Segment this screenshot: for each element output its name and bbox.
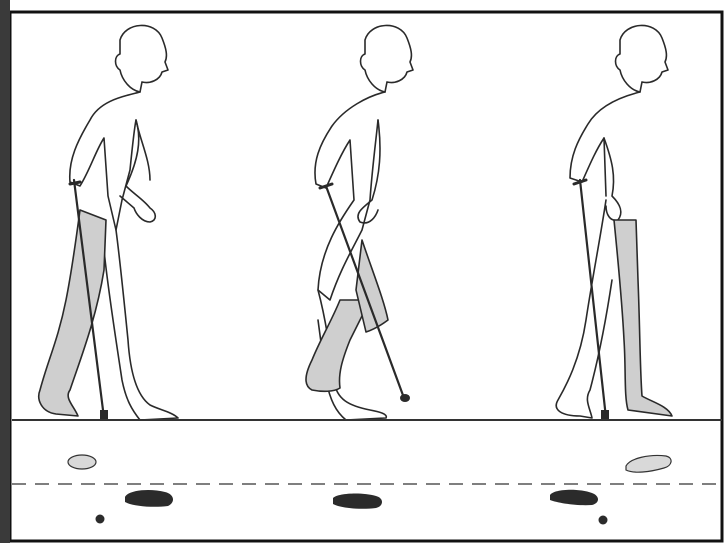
image-edge [0, 0, 10, 543]
crutch-mark-3 [599, 516, 608, 525]
crutch-mark-1 [96, 515, 105, 524]
footprint-light-1 [68, 455, 96, 469]
footprint-dark-1 [125, 490, 173, 507]
footprint-dark-2 [333, 494, 382, 509]
stage-1-crutch-handle [70, 182, 80, 184]
stage-2-crutch-tip [400, 394, 410, 402]
stage-1-crutch-tip [100, 410, 108, 419]
stage-3-crutch-tip [601, 410, 609, 419]
